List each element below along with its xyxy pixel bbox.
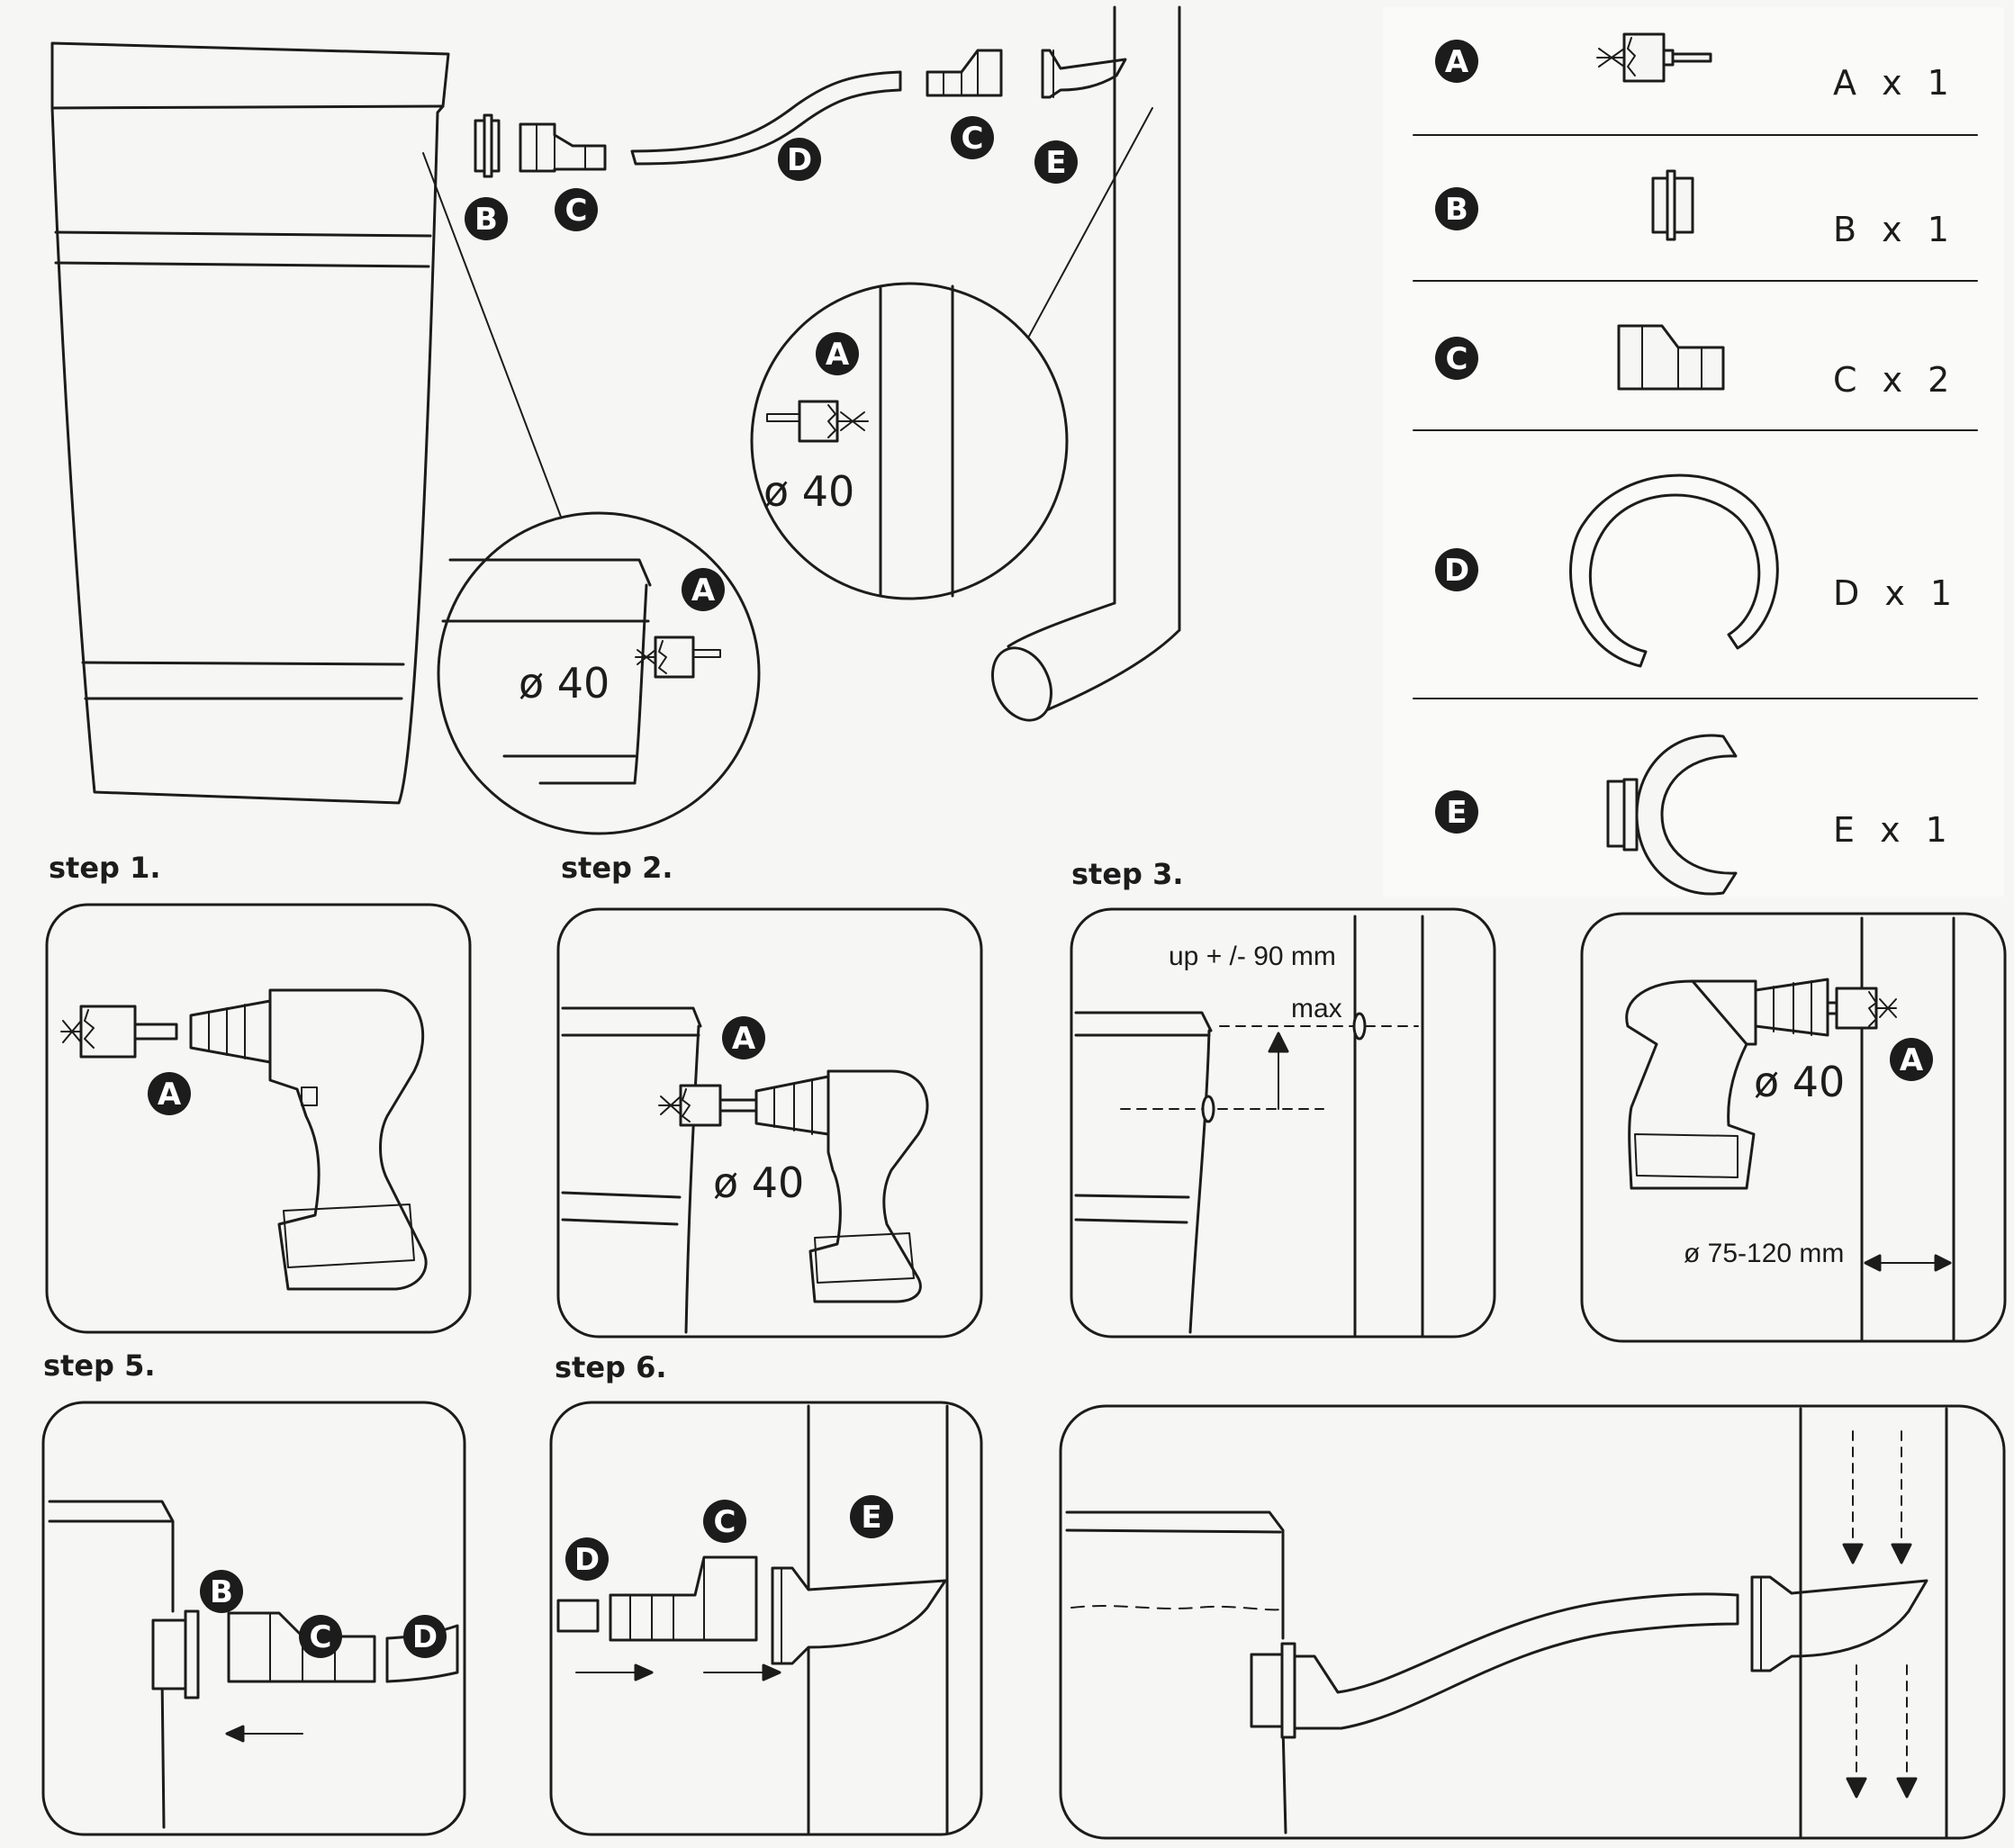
- exploded-connector-b: [474, 113, 501, 178]
- badge-b: B: [465, 197, 508, 240]
- step2-title: step 2.: [561, 851, 673, 885]
- parts-qty-b: B x 1: [1833, 210, 1956, 249]
- badge-a-letter: A: [826, 337, 850, 373]
- step6-badge-d-letter: D: [574, 1542, 600, 1578]
- parts-badge-a-letter: A: [1445, 44, 1469, 80]
- badge-a: A: [816, 332, 859, 375]
- detail-tank-diameter: ø 40: [519, 659, 610, 708]
- overview-illustration: [50, 5, 1181, 835]
- badge-c: C: [951, 116, 994, 159]
- parts-badge-b: B: [1435, 187, 1478, 230]
- step5-badge-d-letter: D: [412, 1619, 438, 1655]
- hole-saw-icon: [658, 1084, 758, 1127]
- step5-badge-b-letter: B: [210, 1574, 233, 1610]
- step5-badge-d: D: [403, 1615, 447, 1658]
- step3-title: step 3.: [1071, 857, 1184, 891]
- step4-badge-a: A: [1890, 1038, 1933, 1081]
- step5-badge-c-letter: C: [310, 1619, 332, 1655]
- reducer-fitting: [227, 1611, 376, 1683]
- parts-qty-e: E x 1: [1833, 810, 1955, 850]
- downpipe: [991, 5, 1181, 722]
- step3-panel: [1070, 907, 1496, 1339]
- cordless-drill-icon: [1625, 978, 1829, 1190]
- badge-e-letter: E: [1045, 145, 1066, 181]
- step2-panel: [556, 907, 983, 1339]
- step6-badge-e: E: [850, 1495, 893, 1538]
- badge-e: E: [1034, 140, 1078, 184]
- badge-a: A: [682, 568, 725, 611]
- step1-badge-a-letter: A: [158, 1077, 182, 1113]
- parts-badge-d: D: [1435, 548, 1478, 591]
- parts-qty-a: A x 1: [1833, 63, 1956, 103]
- hole-saw-icon: [635, 636, 721, 679]
- detail-wall-diameter: ø 40: [763, 467, 854, 516]
- step6-badge-d: D: [565, 1537, 609, 1581]
- parts-badge-c: C: [1435, 337, 1478, 380]
- hole-saw-icon: [60, 1005, 178, 1059]
- flange-connector-icon: [1651, 169, 1694, 241]
- step1-badge-a: A: [148, 1072, 191, 1115]
- step5-panel: [41, 1401, 466, 1836]
- exploded-reducer-c-right: [926, 49, 1003, 97]
- parts-list: [1383, 7, 2004, 897]
- hole-saw-icon: [1826, 987, 1897, 1030]
- step6-panel: [549, 1401, 983, 1836]
- rain-barrel: [50, 41, 450, 805]
- badge-c: C: [555, 188, 598, 231]
- parts-qty-c: C x 2: [1833, 360, 1956, 400]
- exploded-clamp-e: [1041, 49, 1127, 99]
- final-assembly-panel: [1059, 1404, 2006, 1840]
- step6-title: step 6.: [555, 1350, 667, 1384]
- downpipe-detail-circle: [750, 282, 1069, 600]
- parts-badge-b-letter: B: [1445, 192, 1468, 228]
- labels-layer: B C D C E A Aø 40 ø 40 A A x 1 B B x 1 C C x 2 D D x 1 E…: [43, 40, 1959, 1658]
- step4-badge-a-letter: A: [1900, 1042, 1924, 1078]
- step6-badge-e-letter: E: [861, 1500, 881, 1536]
- exploded-hose-d: [630, 70, 902, 166]
- step2-badge-a: A: [722, 1016, 765, 1059]
- exploded-reducer-c-left: [519, 122, 607, 173]
- step5-badge-c: C: [299, 1615, 342, 1658]
- step3-up-text: up + /- 90 mm: [1169, 942, 1336, 971]
- hole-saw-icon: [1596, 32, 1712, 83]
- badge-c-letter: C: [565, 193, 588, 229]
- step1-title: step 1.: [49, 851, 161, 885]
- step2-badge-a-letter: A: [732, 1021, 756, 1057]
- step2-diameter: ø 40: [713, 1158, 804, 1207]
- step4-diameter: ø 40: [1754, 1058, 1845, 1106]
- parts-qty-d: D x 1: [1833, 573, 1959, 613]
- badge-d: D: [778, 138, 821, 181]
- downpipe-clamp: [1750, 1575, 1928, 1672]
- parts-badge-d-letter: D: [1444, 553, 1469, 589]
- badge-d-letter: D: [787, 142, 812, 178]
- coiled-hose-icon: [1569, 473, 1779, 668]
- step4-panel: [1580, 912, 2007, 1343]
- step5-badge-b: B: [200, 1570, 243, 1613]
- step1-panel: [45, 903, 472, 1334]
- reducer-fitting: [609, 1555, 758, 1642]
- step6-badge-c: C: [703, 1500, 746, 1543]
- downpipe-clamp: [771, 1566, 947, 1665]
- badge-c-letter: C: [962, 121, 984, 157]
- step3-max-text: max: [1291, 994, 1342, 1023]
- badge-b-letter: B: [474, 202, 498, 238]
- hole-saw-icon: [766, 400, 869, 443]
- step5-title: step 5.: [43, 1348, 156, 1383]
- badge-a-letter: A: [691, 572, 716, 608]
- cordless-drill-icon: [189, 988, 428, 1291]
- parts-badge-e-letter: E: [1446, 795, 1467, 831]
- reducer-fitting-icon: [1617, 324, 1725, 391]
- parts-badge-a: A: [1435, 40, 1478, 83]
- downpipe-clamp-icon: [1606, 734, 1738, 896]
- cordless-drill-icon: [754, 1069, 929, 1303]
- step6-badge-c-letter: C: [714, 1504, 736, 1540]
- tank-detail-circle: [437, 511, 761, 835]
- parts-badge-e: E: [1435, 790, 1478, 834]
- step4-pipe-range: ø 75-120 mm: [1684, 1239, 1844, 1268]
- parts-badge-c-letter: C: [1446, 341, 1468, 377]
